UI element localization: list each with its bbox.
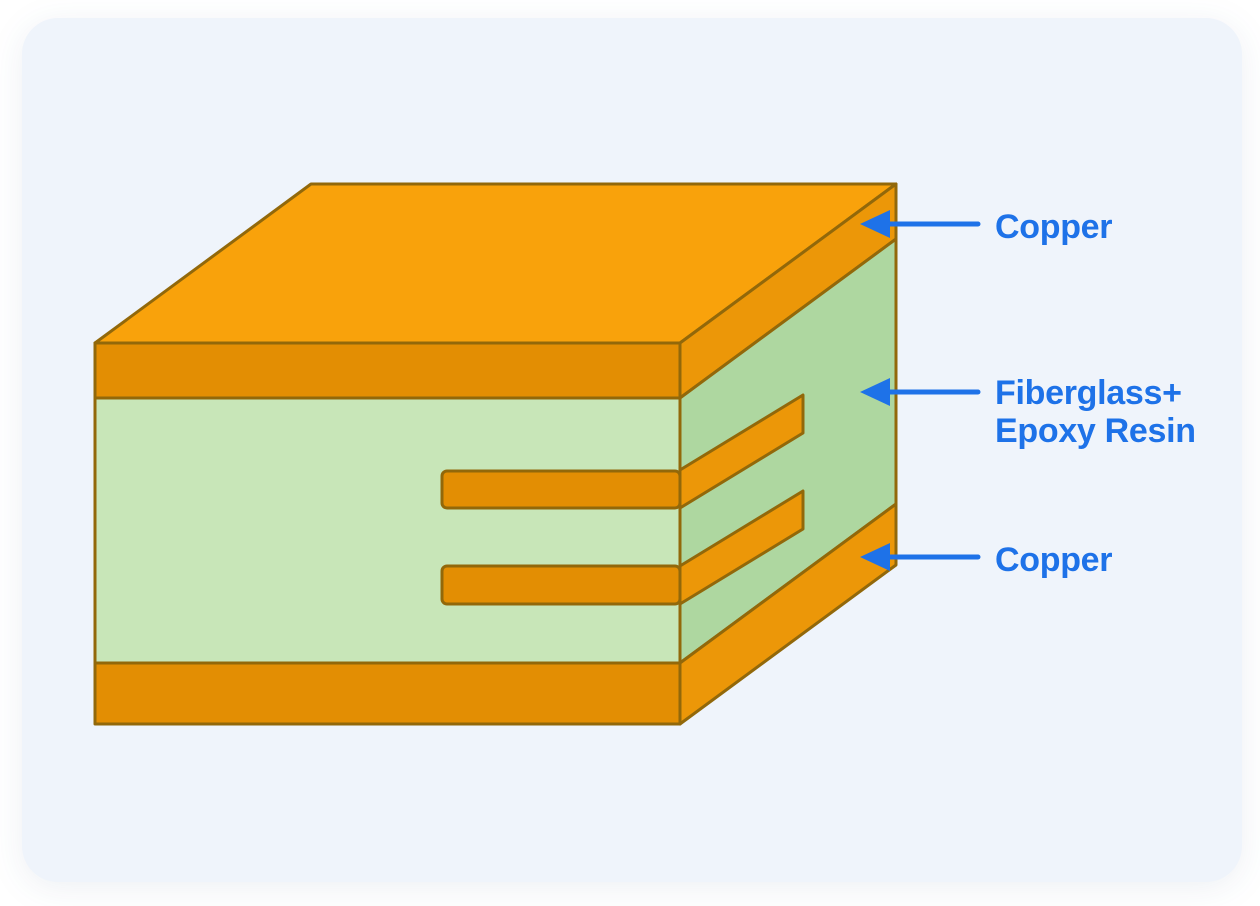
- arrow-head-icon: [860, 378, 890, 406]
- arrow-head-icon: [860, 210, 890, 238]
- copper-bottom-arrow-icon: [860, 543, 981, 571]
- core-front-face: [93, 396, 682, 665]
- core-arrow-icon: [860, 378, 981, 406]
- inner-trace-upper-front: [440, 469, 682, 510]
- label-copper-top: Copper: [995, 208, 1112, 246]
- arrow-head-icon: [860, 543, 890, 571]
- label-copper-bottom: Copper: [995, 541, 1112, 579]
- inner-trace-lower-side: [678, 489, 805, 606]
- copper-top-arrow-icon: [860, 210, 981, 238]
- pcb-block-illustration: [93, 182, 898, 726]
- copper-top-layer-front: [93, 341, 682, 400]
- inner-trace-lower-front: [440, 564, 682, 606]
- label-core-line1: Fiberglass+: [995, 374, 1182, 412]
- inner-trace-upper-side: [678, 393, 805, 510]
- label-core-line2: Epoxy Resin: [995, 412, 1196, 450]
- copper-bottom-layer-front: [93, 661, 682, 726]
- copper-bottom-layer-side: [678, 502, 898, 726]
